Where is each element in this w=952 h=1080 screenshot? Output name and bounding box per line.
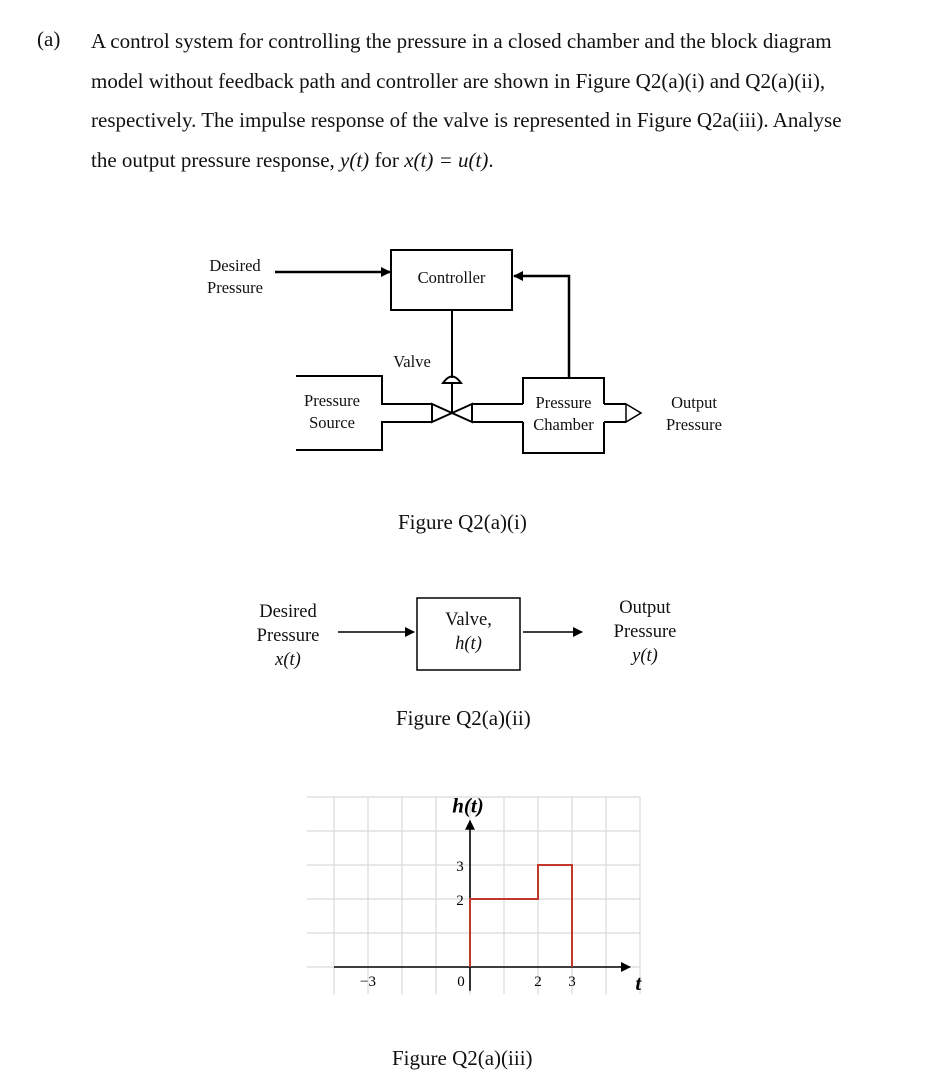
x-tick-label: −3 bbox=[360, 974, 376, 990]
valve-block-label: Valve, h(t) bbox=[445, 610, 492, 654]
chart-grid bbox=[306, 796, 641, 995]
question-line-3: respectively. The impulse response of th… bbox=[91, 108, 842, 132]
figure-1-caption: Figure Q2(a)(i) bbox=[398, 510, 527, 534]
question-line-1: A control system for controlling the pre… bbox=[91, 29, 832, 53]
valve-block bbox=[416, 597, 521, 671]
figure-2-caption: Figure Q2(a)(ii) bbox=[396, 706, 531, 730]
source-tank-bottom bbox=[296, 421, 432, 451]
valve-label: Valve bbox=[393, 352, 431, 371]
fig2-output-label: Output Pressure y(t) bbox=[613, 598, 677, 666]
question-line-2: model without feedback path and controll… bbox=[91, 68, 826, 93]
chamber-top bbox=[522, 377, 605, 404]
chart-ticks: −3 0 2 3 2 3 bbox=[360, 859, 576, 990]
y-tick-label: 2 bbox=[456, 893, 464, 909]
source-tank-top bbox=[296, 375, 432, 405]
fig2-input-label: Desired Pressure x(t) bbox=[256, 602, 320, 670]
question-line-4: the output pressure response, y(t) for x… bbox=[91, 141, 921, 181]
valve-actuator-icon bbox=[441, 375, 463, 384]
source-label: Pressure Source bbox=[304, 391, 360, 432]
y-tick-label: 3 bbox=[456, 859, 464, 875]
x-tick-label: 2 bbox=[534, 974, 542, 990]
fig1-output-label: Output Pressure bbox=[666, 393, 722, 434]
math-output: y(t) bbox=[340, 147, 370, 172]
chart-series bbox=[469, 864, 573, 967]
question-label: (a) bbox=[37, 27, 61, 51]
x-tick-label: 3 bbox=[568, 974, 576, 990]
figure-3-caption: Figure Q2(a)(iii) bbox=[392, 1046, 533, 1070]
fig1-desired-label: Desired Pressure bbox=[207, 256, 263, 297]
math-input: x(t) = u(t) bbox=[404, 147, 489, 172]
y-axis-label: h(t) bbox=[452, 793, 484, 817]
line4-suffix: . bbox=[488, 147, 494, 172]
line4-mid: for bbox=[369, 147, 405, 172]
chart-axes: h(t) t bbox=[334, 793, 642, 995]
x-tick-label: 0 bbox=[457, 974, 465, 990]
question-text: A control system for controlling the pre… bbox=[91, 22, 921, 180]
chamber-bottom bbox=[522, 422, 605, 454]
x-axis-label: t bbox=[635, 971, 642, 995]
impulse-response-line bbox=[469, 864, 573, 967]
controller-label: Controller bbox=[417, 268, 486, 287]
line4-prefix: the output pressure response, bbox=[91, 147, 341, 172]
output-arrow-icon bbox=[625, 402, 643, 424]
feedback-path bbox=[513, 271, 571, 378]
chamber-label: Pressure Chamber bbox=[533, 393, 594, 434]
